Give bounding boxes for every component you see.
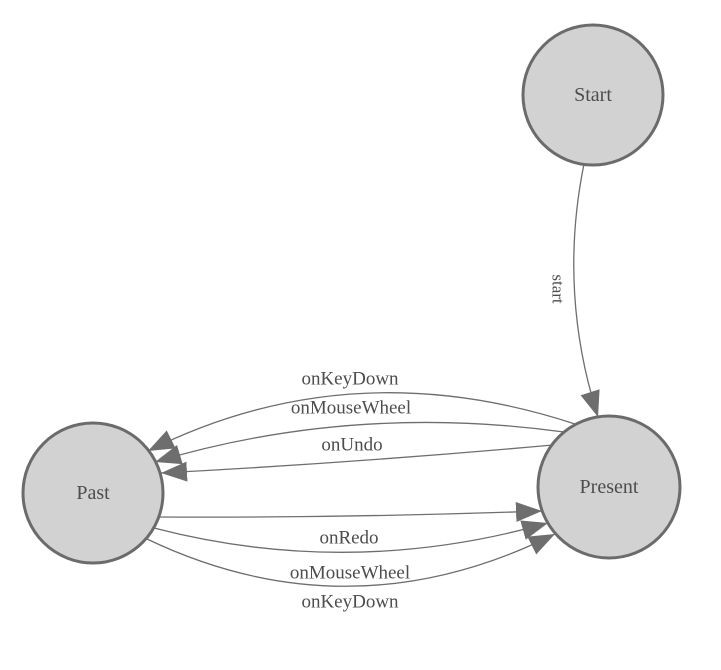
edge-present-to-past-onundo[interactable] bbox=[160, 444, 554, 482]
edge-label-onundo: onUndo bbox=[321, 435, 382, 456]
edges-layer bbox=[146, 163, 600, 587]
node-past-label: Past bbox=[76, 482, 110, 504]
node-present-circle[interactable] bbox=[536, 414, 682, 560]
node-present[interactable]: Present bbox=[536, 414, 682, 560]
edge-past-to-present-onredo[interactable] bbox=[158, 501, 543, 522]
edge-present-to-past-onmousewheel[interactable] bbox=[154, 421, 565, 465]
edge-label-onredo: onRedo bbox=[319, 528, 378, 549]
edge-label-start: start bbox=[549, 274, 568, 304]
node-present-label: Present bbox=[580, 476, 639, 498]
node-start-circle[interactable] bbox=[521, 23, 665, 167]
edge-labels-layer: start onKeyDown onMouseWheel onUndo onRe… bbox=[290, 274, 568, 612]
edge-present-to-past-onkeydown[interactable] bbox=[147, 392, 576, 452]
edge-label-onkeydown-bottom: onKeyDown bbox=[301, 592, 399, 613]
edge-label-onkeydown-top: onKeyDown bbox=[301, 369, 399, 390]
edge-label-onmousewheel-top: onMouseWheel bbox=[291, 398, 411, 419]
edge-past-to-present-onkeydown[interactable] bbox=[146, 533, 556, 587]
node-start-label: Start bbox=[574, 84, 612, 106]
edge-label-onmousewheel-bottom: onMouseWheel bbox=[290, 563, 410, 584]
edge-start-to-present[interactable] bbox=[573, 163, 600, 418]
node-past[interactable]: Past bbox=[21, 421, 165, 565]
node-start[interactable]: Start bbox=[521, 23, 665, 167]
node-past-circle[interactable] bbox=[21, 421, 165, 565]
edge-past-to-present-onmousewheel[interactable] bbox=[153, 520, 549, 553]
